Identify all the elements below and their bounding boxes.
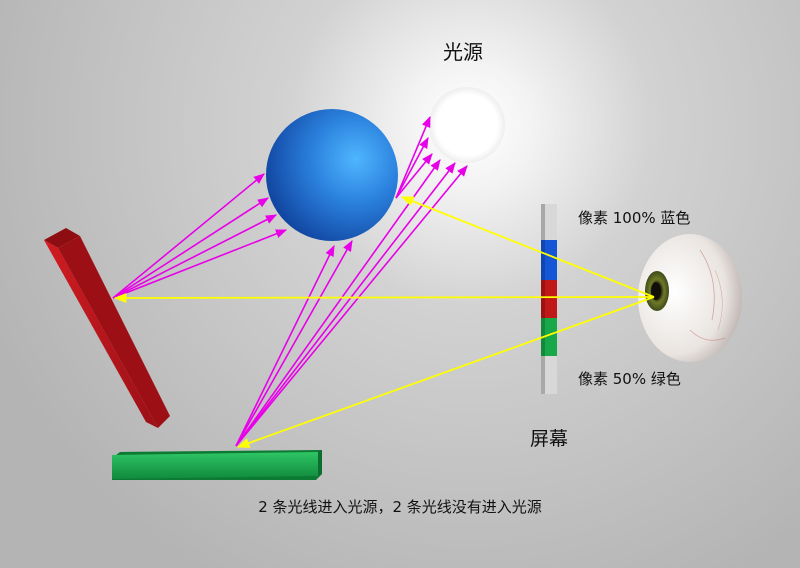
yellow-rays-from-eye <box>113 196 655 448</box>
green-bar <box>112 450 322 480</box>
blue-sphere <box>266 109 398 241</box>
pixel-red <box>541 280 557 318</box>
pixel-blue-label: 像素 100% 蓝色 <box>578 209 691 227</box>
red-bar <box>44 228 170 428</box>
eye <box>638 234 742 362</box>
caption: 2 条光线进入光源，2 条光线没有进入光源 <box>258 498 542 516</box>
magenta-rays-green-up <box>235 159 468 447</box>
light-source-label: 光源 <box>443 40 483 64</box>
magenta-rays-red-to-sphere <box>112 173 288 299</box>
pixel-green <box>541 318 557 356</box>
magenta-rays-sphere-to-light <box>395 115 433 199</box>
pixel-blue <box>541 240 557 280</box>
pupil <box>651 282 661 300</box>
screen-label: 屏幕 <box>530 428 569 450</box>
pixel-green-label: 像素 50% 绿色 <box>578 370 681 388</box>
light-source-sphere <box>429 87 505 163</box>
screen <box>541 204 557 394</box>
